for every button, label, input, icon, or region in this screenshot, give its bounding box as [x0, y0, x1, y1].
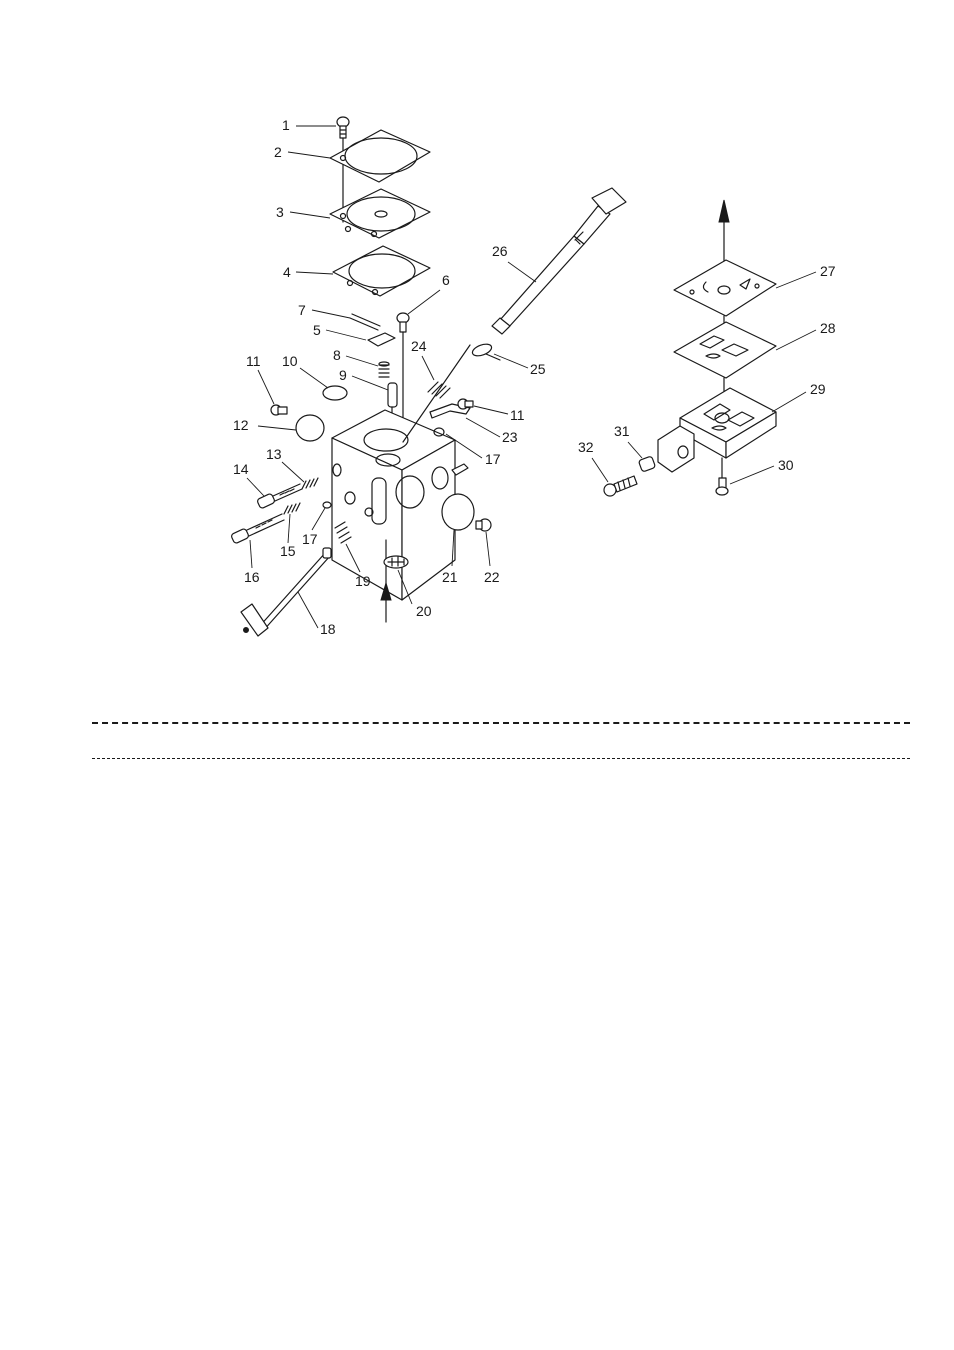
- part-30-screw: [716, 478, 728, 495]
- callout-15: 15: [280, 543, 296, 559]
- callout-17b: 17: [485, 451, 501, 467]
- callout-1: 1: [282, 117, 290, 133]
- part-13-spring: [302, 478, 318, 489]
- callout-31: 31: [614, 423, 630, 439]
- callout-4: 4: [283, 264, 291, 280]
- callout-23: 23: [502, 429, 518, 445]
- part-15-spring: [284, 503, 300, 514]
- part-28-gasket: [674, 322, 776, 378]
- part-8-spring: [379, 362, 389, 377]
- part-3-diaphragm: [330, 189, 430, 238]
- callout-21: 21: [442, 569, 458, 585]
- callout-22: 22: [484, 569, 500, 585]
- callout-16: 16: [244, 569, 260, 585]
- callout-24: 24: [411, 338, 427, 354]
- callout-5: 5: [313, 322, 321, 338]
- callout-26: 26: [492, 243, 508, 259]
- callout-32: 32: [578, 439, 594, 455]
- callout-6: 6: [442, 272, 450, 288]
- separator-dashed-thick: [92, 722, 910, 724]
- part-21-throttle-plate: [442, 494, 474, 530]
- part-12-disc: [296, 415, 324, 441]
- callout-9: 9: [339, 367, 347, 383]
- part-20-filter-screen: [384, 556, 408, 568]
- part-31-filter: [638, 456, 655, 472]
- carburetor-exploded-diagram: 1 2 3 4 5 6 7 8 9 10 11 12 13 14 15 16 1…: [0, 0, 954, 700]
- part-18-throttle-shaft: [241, 548, 331, 636]
- callout-18: 18: [320, 621, 336, 637]
- part-7-pin: [350, 314, 380, 330]
- callout-27: 27: [820, 263, 836, 279]
- part-4-gasket: [333, 246, 430, 296]
- callout-14: 14: [233, 461, 249, 477]
- part-16-adjust-screw: [231, 514, 284, 544]
- callout-7: 7: [298, 302, 306, 318]
- part-11-screw: [271, 405, 287, 415]
- part-10-plug: [323, 386, 347, 400]
- callout-20: 20: [416, 603, 432, 619]
- callout-25: 25: [530, 361, 546, 377]
- callout-29: 29: [810, 381, 826, 397]
- part-11-screw-b: [458, 399, 473, 409]
- part-32-fitting: [604, 476, 637, 496]
- callout-19: 19: [355, 573, 371, 589]
- callout-28: 28: [820, 320, 836, 336]
- callout-2: 2: [274, 144, 282, 160]
- part-5-lever: [368, 333, 395, 346]
- callout-12: 12: [233, 417, 249, 433]
- part-25-clip: [471, 342, 500, 360]
- part-29-pump-body: [658, 388, 776, 478]
- callout-10: 10: [282, 353, 298, 369]
- callout-30: 30: [778, 457, 794, 473]
- part-26-choke-shaft: [403, 188, 626, 442]
- part-27-diaphragm: [674, 260, 776, 316]
- callout-17: 17: [302, 531, 318, 547]
- callout-8: 8: [333, 347, 341, 363]
- part-22-screw: [476, 519, 491, 531]
- callout-11b: 11: [510, 407, 525, 423]
- part-6-screw: [397, 313, 409, 432]
- separator-dashed-thin: [92, 758, 910, 759]
- callout-11: 11: [246, 353, 261, 369]
- callout-13: 13: [266, 446, 282, 462]
- callout-3: 3: [276, 204, 284, 220]
